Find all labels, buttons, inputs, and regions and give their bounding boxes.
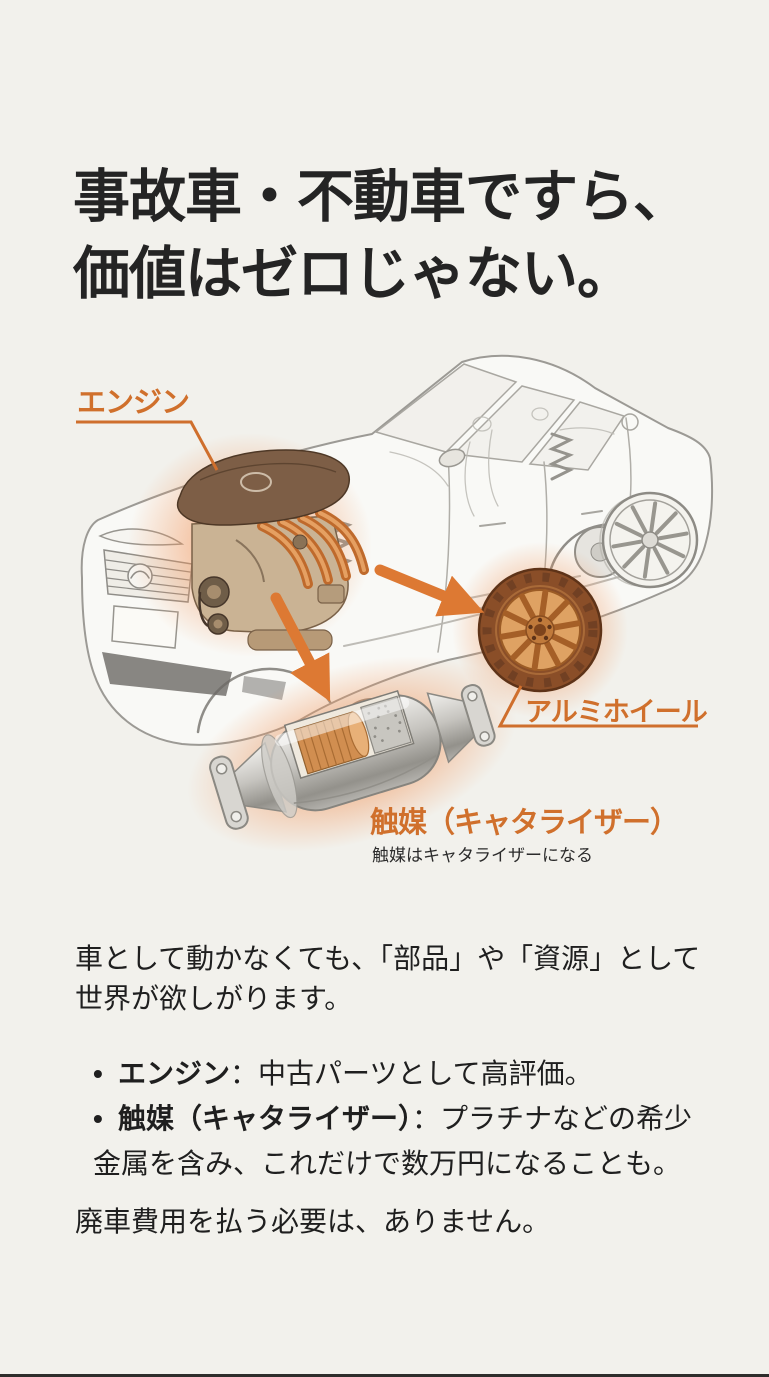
alloy-wheel-illustration	[477, 567, 603, 693]
page-title-line2: 価値はゼロじゃない。	[73, 242, 634, 307]
bottom-edge-line	[0, 1374, 769, 1377]
list-item-term: 触媒（キャタライザー）	[118, 1103, 413, 1134]
catalyzer-label: 触媒（キャタライザー）	[370, 807, 679, 839]
catalyzer-illustration	[209, 684, 496, 830]
engine-illustration	[176, 449, 369, 651]
page-title: 事故車・不動車ですら、 価値はゼロじゃない。	[73, 159, 733, 313]
list-item-catalyzer: • 触媒（キャタライザー）：プラチナなどの希少金属を含み、これだけで数万円になるこ…	[93, 1096, 707, 1186]
bullet-icon: •	[93, 1058, 103, 1089]
aluminum-wheel-label: アルミホイール	[525, 697, 708, 727]
list-item-desc: ：中古パーツとして高評価。	[230, 1058, 593, 1089]
arrow-to-wheel-icon	[374, 564, 485, 617]
wheel-callout-line	[497, 685, 698, 728]
parts-value-list: • エンジン：中古パーツとして高評価。 • 触媒（キャタライザー）：プラチナなどの希…	[93, 1051, 707, 1186]
page-title-line1: 事故車・不動車ですら、	[73, 165, 690, 230]
detached-gray-wheel-sketch	[599, 491, 699, 589]
car-cutaway-sketch	[76, 354, 714, 852]
engine-label: エンジン	[77, 387, 190, 419]
engine-callout-line	[76, 420, 219, 471]
bullet-icon: •	[93, 1103, 103, 1134]
intro-paragraph: 車として動かなくても、「部品」や「資源」として世界が欲しがります。	[75, 943, 701, 1014]
closing-paragraph: 廃車費用を払う必要は、ありません。	[75, 1206, 551, 1237]
catalyzer-note: 触媒はキャタライザーになる	[372, 846, 593, 865]
arrow-to-catalyzer-icon	[270, 592, 331, 702]
car-parts-illustration	[0, 330, 769, 900]
list-item-engine: • エンジン：中古パーツとして高評価。	[93, 1051, 707, 1096]
list-item-term: エンジン	[118, 1058, 231, 1089]
list-item-desc: ：プラチナなどの希少金属を含み、これだけで数万円になることも。	[93, 1103, 693, 1179]
